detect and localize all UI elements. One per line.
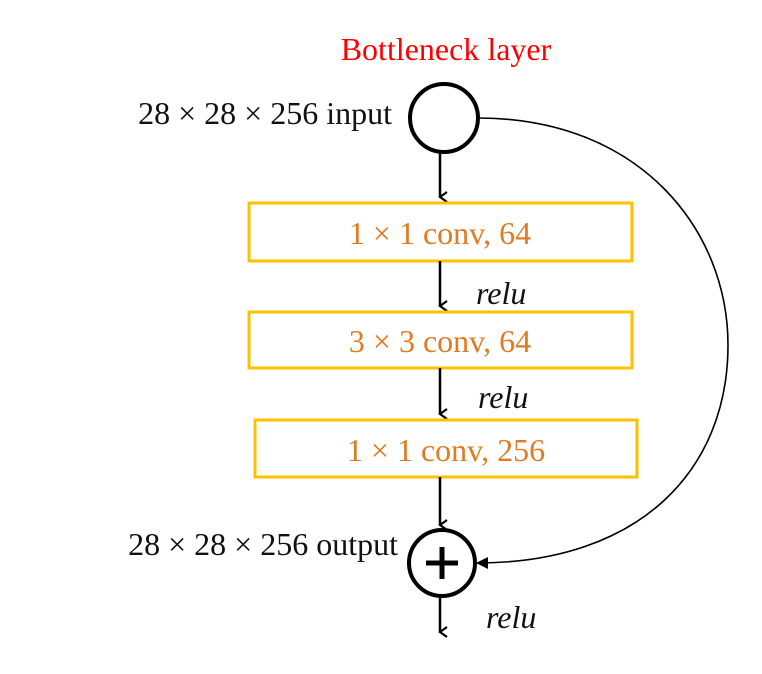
output-label: 28 × 28 × 256 output xyxy=(128,526,398,562)
relu-label-3: relu xyxy=(486,599,536,635)
relu-label-1: relu xyxy=(476,275,526,311)
conv-layer-2-box xyxy=(247,310,634,370)
input-label: 28 × 28 × 256 input xyxy=(138,95,392,131)
relu-label-2: relu xyxy=(478,379,528,415)
conv-layer-1-label: 1 × 1 conv, 64 xyxy=(349,215,531,251)
conv-layer-3-label: 1 × 1 conv, 256 xyxy=(347,432,545,468)
input-node xyxy=(408,82,480,154)
diagram-title: Bottleneck layer xyxy=(341,31,552,67)
plus-icon xyxy=(426,547,458,579)
skip-connection-arrow xyxy=(476,117,729,569)
conv-layer-2-label: 3 × 3 conv, 64 xyxy=(349,323,531,359)
conv-layer-3-box xyxy=(253,418,639,479)
